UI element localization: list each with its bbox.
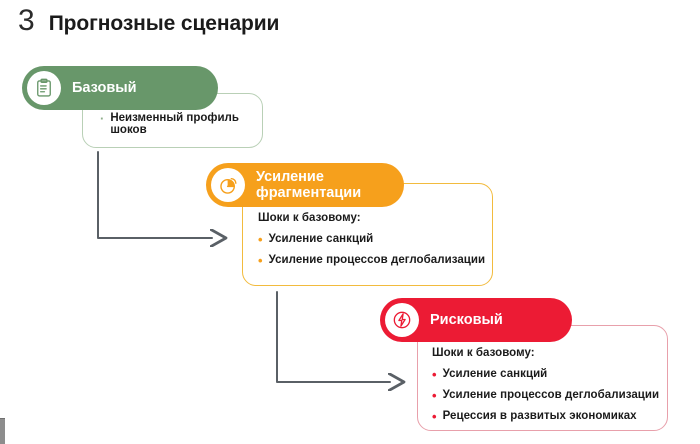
bullet-row: • Усиление санкций xyxy=(432,368,662,381)
baseline-bullet-text: Неизменный профиль шоков xyxy=(110,112,239,136)
bullet-row: • Усиление процессов деглобализации xyxy=(258,254,488,267)
bullet-text: Усиление санкций xyxy=(268,233,374,245)
baseline-bullet-row: · Неизменный профиль шоков xyxy=(100,112,260,136)
fragmentation-badge[interactable]: Усиление фрагментации xyxy=(206,163,404,207)
bullet-dot-icon: · xyxy=(100,111,105,126)
bullet-dot-icon: • xyxy=(432,388,437,403)
risk-card-body: Шоки к базовому: • Усиление санкций • Ус… xyxy=(432,347,662,423)
page-title: 3 Прогнозные сценарии xyxy=(18,6,279,36)
bullet-row: • Рецессия в развитых экономиках xyxy=(432,410,662,423)
clipboard-icon xyxy=(27,71,61,105)
baseline-badge[interactable]: Базовый xyxy=(22,66,218,110)
slide-number: 3 xyxy=(18,4,35,37)
risk-badge-label: Рисковый xyxy=(430,311,503,328)
fragmentation-badge-label: Усиление фрагментации xyxy=(256,168,362,201)
bullet-dot-icon: • xyxy=(258,253,263,268)
bullet-row: • Усиление санкций xyxy=(258,233,488,246)
bullet-dot-icon: • xyxy=(258,232,263,247)
baseline-badge-label: Базовый xyxy=(72,79,137,96)
fragmentation-heading: Шоки к базовому: xyxy=(258,212,361,224)
slide-title-text: Прогнозные сценарии xyxy=(48,12,280,35)
bullet-text: Усиление процессов деглобализации xyxy=(442,389,660,401)
bullet-dot-icon: • xyxy=(432,367,437,382)
page-edge-artifact xyxy=(0,418,5,444)
lightning-bolt-icon xyxy=(385,303,419,337)
arrow-baseline-to-fragmentation xyxy=(97,151,212,238)
bullet-dot-icon: • xyxy=(432,409,437,424)
bullet-text: Рецессия в развитых экономиках xyxy=(442,410,637,422)
bullet-text: Усиление процессов деглобализации xyxy=(268,254,486,266)
risk-heading: Шоки к базовому: xyxy=(432,347,535,359)
risk-badge[interactable]: Рисковый xyxy=(380,298,572,342)
arrow-fragmentation-to-risk xyxy=(276,291,390,382)
baseline-card-body: · Неизменный профиль шоков xyxy=(100,112,260,136)
bullet-text: Усиление санкций xyxy=(442,368,548,380)
fragmentation-card-body: Шоки к базовому: • Усиление санкций • Ус… xyxy=(258,212,488,267)
pie-chart-icon xyxy=(211,168,245,202)
bullet-row: • Усиление процессов деглобализации xyxy=(432,389,662,402)
